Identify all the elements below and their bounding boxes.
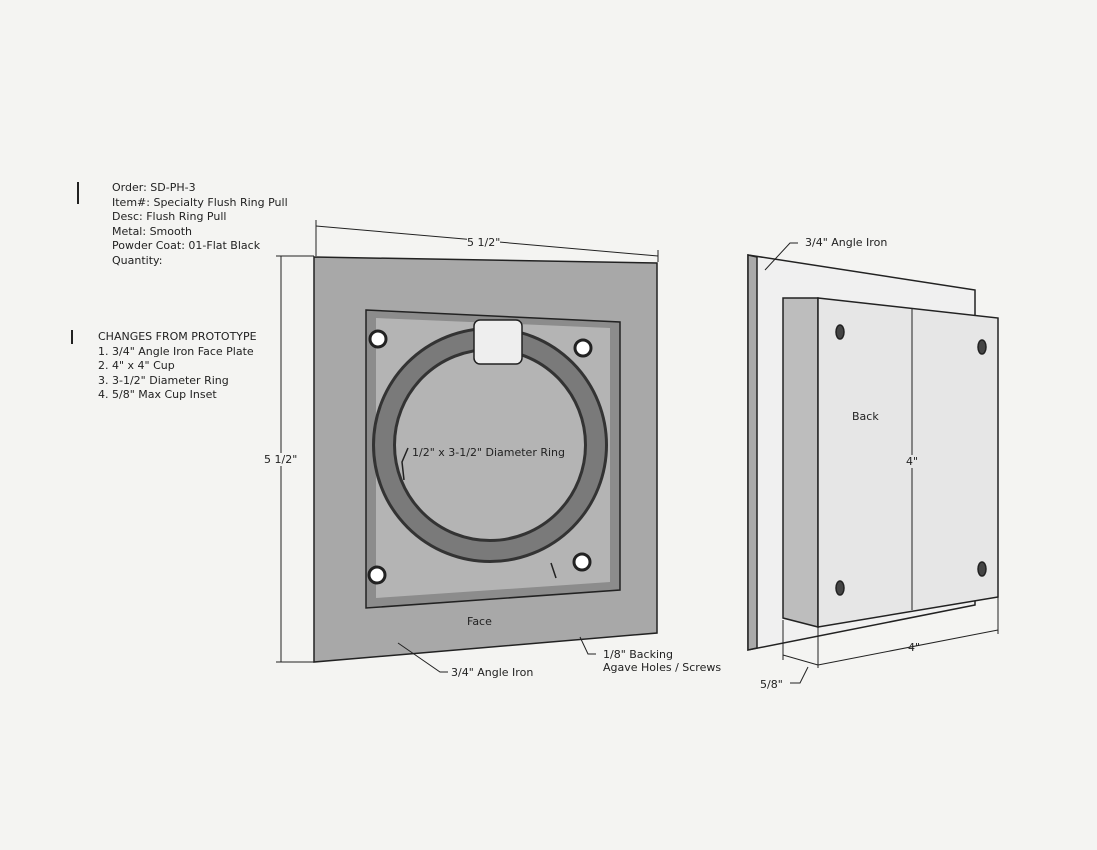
front-view <box>276 220 659 673</box>
screw-hole <box>572 552 592 572</box>
change-item: 4. 5/8" Max Cup Inset <box>98 388 217 401</box>
ring-label: 1/2" x 3-1/2" Diameter Ring <box>412 446 565 459</box>
front-height-dim: 5 1/2" <box>264 453 298 466</box>
angle-iron-label: 3/4" Angle Iron <box>451 666 534 679</box>
changes-list: CHANGES FROM PROTOTYPE 1. 3/4" Angle Iro… <box>98 330 257 403</box>
change-item: 3. 3-1/2" Diameter Ring <box>98 373 229 387</box>
item-line: Item#: Specialty Flush Ring Pull <box>112 195 288 209</box>
ring-collar <box>473 319 523 365</box>
screw-hole <box>835 580 845 596</box>
powder-coat-line: Powder Coat: 01-Flat Black <box>112 239 261 252</box>
screw-hole <box>368 329 388 349</box>
order-info: Order: SD-PH-3 Item#: Specialty Flush Ri… <box>112 181 288 268</box>
cup-side <box>782 297 819 628</box>
screw-hole <box>977 561 987 577</box>
margin-mark <box>71 330 73 344</box>
metal-line: Metal: Smooth <box>112 224 193 238</box>
screw-hole <box>367 565 387 585</box>
change-item: 1. 3/4" Angle Iron Face Plate <box>98 344 254 358</box>
backing-line-2: Agave Holes / Screws <box>603 661 722 674</box>
side-angle-iron-label: 3/4" Angle Iron <box>805 236 888 249</box>
change-item: 2. 4" x 4" Cup <box>98 359 175 372</box>
side-view <box>747 242 999 684</box>
front-width-dim: 5 1/2" <box>467 236 501 249</box>
screw-hole <box>835 324 845 340</box>
backing-line-1: 1/8" Backing <box>603 648 673 661</box>
face-label: Face <box>467 615 492 628</box>
margin-mark <box>77 182 79 204</box>
back-label: Back <box>852 410 879 423</box>
side-width-dim: 4" <box>908 641 921 654</box>
backing-label: 1/8" Backing Agave Holes / Screws <box>603 648 721 674</box>
screw-hole <box>573 338 593 358</box>
quantity-line: Quantity: <box>112 253 163 267</box>
changes-title: CHANGES FROM PROTOTYPE <box>98 330 257 343</box>
side-height-dim: 4" <box>906 455 919 468</box>
inset-dim: 5/8" <box>760 678 783 691</box>
order-line: Order: SD-PH-3 <box>112 181 196 194</box>
screw-hole <box>977 339 987 355</box>
desc-line: Desc: Flush Ring Pull <box>112 210 227 223</box>
